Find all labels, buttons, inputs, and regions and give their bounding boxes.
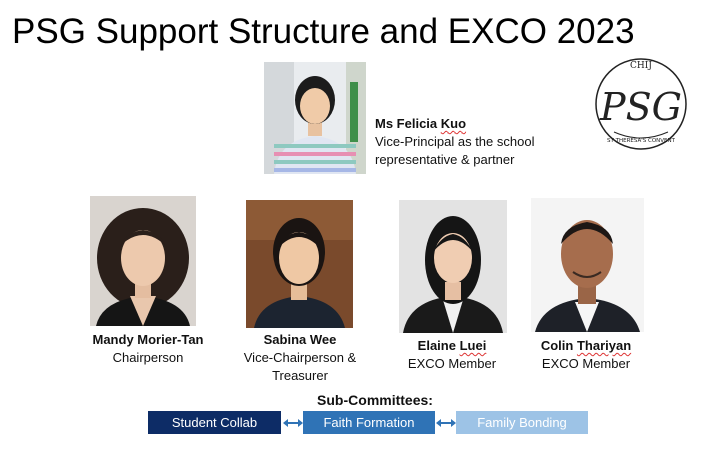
member-photo-mandy [90, 196, 196, 326]
double-arrow-icon [436, 419, 456, 427]
subcommittee-faith-formation: Faith Formation [303, 411, 435, 434]
psg-logo: CHIJ PSG ST THERESA'S CONVENT [592, 52, 690, 156]
representative-info: Ms Felicia Kuo Vice-Principal as the sch… [375, 115, 585, 169]
member-role: Treasurer [272, 368, 328, 383]
member-caption-mandy: Mandy Morier-Tan Chairperson [80, 331, 216, 367]
member-name: Mandy Morier-Tan [92, 332, 204, 347]
member-role: Chairperson [112, 350, 184, 365]
member-photo-sabina [246, 200, 353, 328]
logo-center-text: PSG [599, 85, 682, 129]
subcommittees-title: Sub-Committees: [317, 392, 433, 408]
subcommittee-family-bonding: Family Bonding [456, 411, 588, 434]
member-role: EXCO Member [407, 356, 497, 371]
page-title: PSG Support Structure and EXCO 2023 [12, 12, 635, 51]
member-photo-elaine [399, 200, 507, 333]
logo-bottom-text: ST THERESA'S CONVENT [607, 138, 676, 144]
member-role: EXCO Member [541, 356, 631, 371]
double-arrow-icon [283, 419, 303, 427]
member-caption-colin: Colin Thariyan EXCO Member [518, 337, 654, 373]
member-photo-colin [531, 198, 644, 332]
member-caption-elaine: Elaine Luei EXCO Member [384, 337, 520, 373]
representative-role-line1: Vice-Principal as the school [375, 134, 535, 149]
member-name: Sabina Wee [263, 332, 337, 347]
member-name: Elaine Luei [417, 338, 487, 353]
representative-role-line2: representative & partner [375, 152, 515, 167]
member-name: Colin Thariyan [540, 338, 632, 353]
logo-top-text: CHIJ [630, 61, 652, 71]
subcommittee-student-collab: Student Collab [148, 411, 281, 434]
member-caption-sabina: Sabina Wee Vice-Chairperson & Treasurer [226, 331, 374, 385]
representative-name: Ms Felicia Kuo [375, 116, 467, 131]
representative-photo [264, 62, 366, 174]
member-role: Vice-Chairperson & [243, 350, 357, 365]
